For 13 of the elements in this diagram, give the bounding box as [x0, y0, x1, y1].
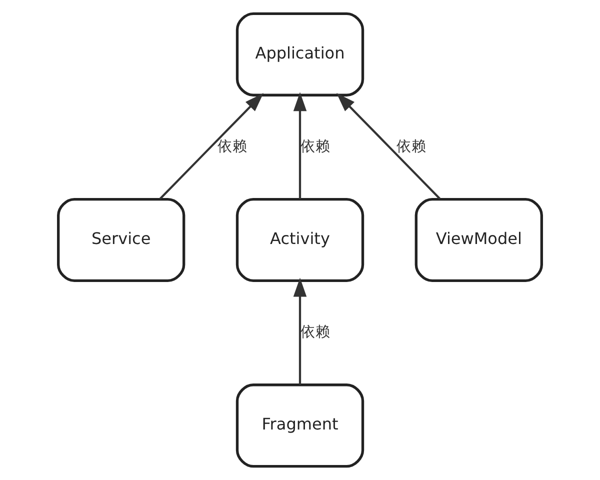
edge-label: 依赖: [218, 138, 248, 155]
arrow: [293, 278, 307, 385]
node-box: Fragment: [236, 384, 364, 468]
edge-label: 依赖: [300, 324, 330, 341]
arrow: [159, 93, 264, 200]
arrow: [293, 92, 307, 199]
node-box: Activity: [236, 198, 364, 282]
node-box: Application: [236, 12, 364, 96]
edge-label: 依赖: [396, 138, 426, 155]
node-box: ViewModel: [414, 198, 543, 282]
edge-label: 依赖: [300, 138, 330, 155]
arrow: [336, 93, 441, 200]
node-box: Service: [57, 198, 186, 282]
